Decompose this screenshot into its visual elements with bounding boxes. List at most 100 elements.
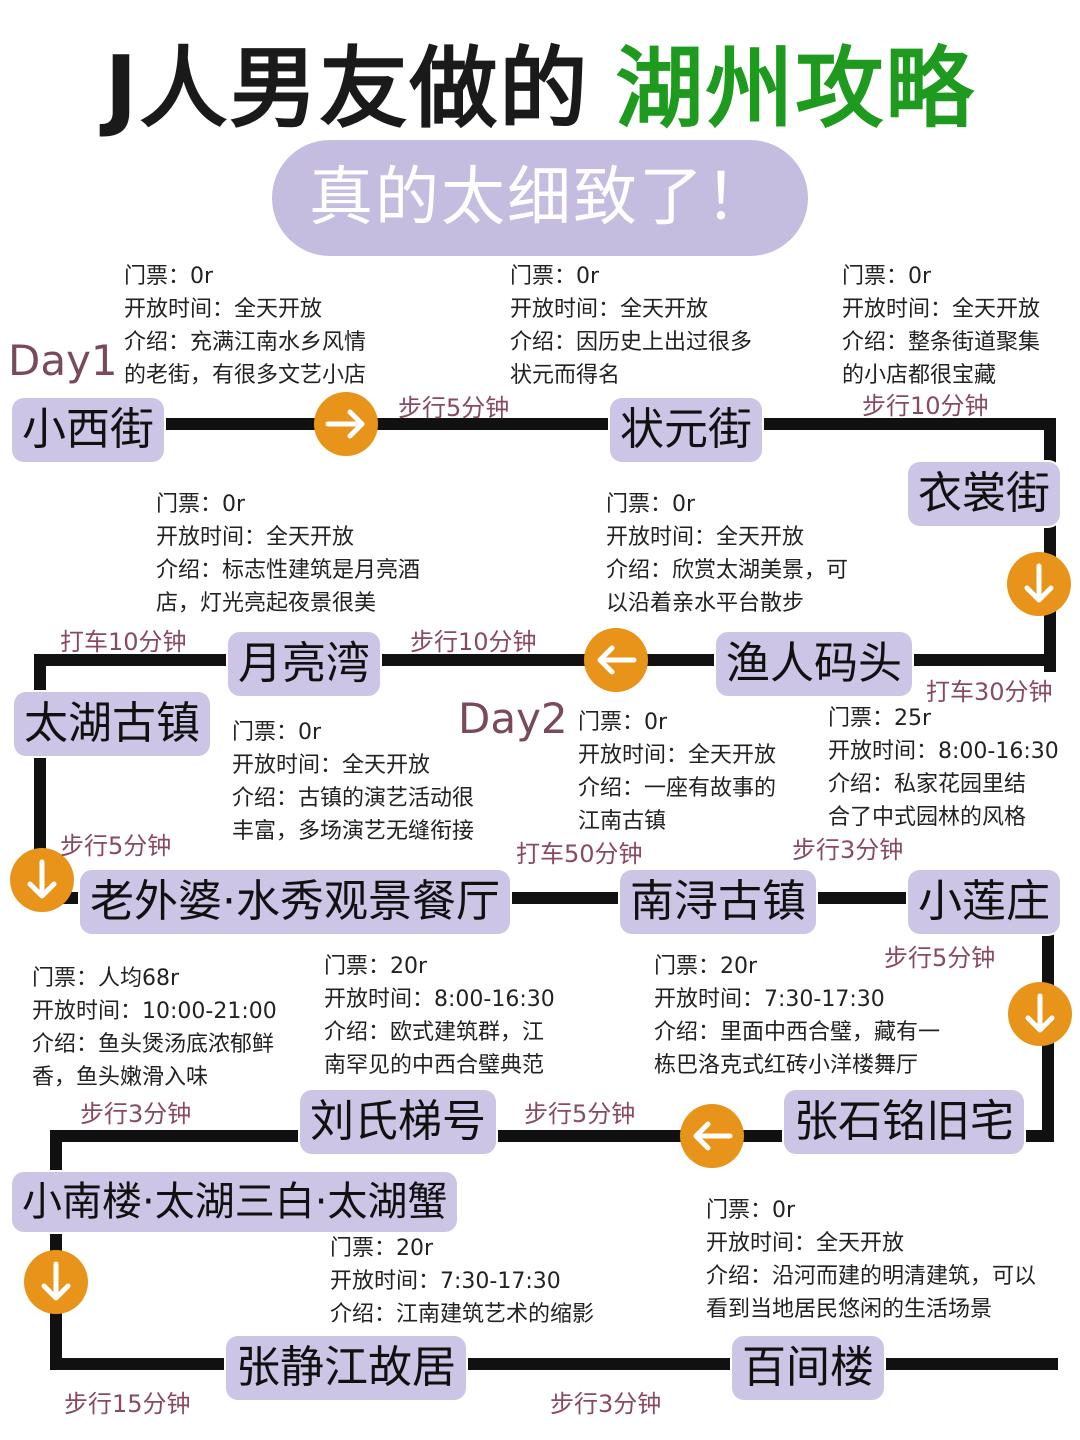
info-liushitihao: 门票：20r 开放时间：8:00-16:30 介绍：欧式建筑群，江 南罕见的中西… bbox=[324, 950, 555, 1082]
info-yishangjie: 门票：0r 开放时间：全天开放 介绍：整条街道聚集 的小店都很宝藏 bbox=[842, 260, 1040, 392]
info-hours: 开放时间：全天开放 bbox=[232, 753, 431, 778]
info-ticket: 门票：0r bbox=[510, 264, 600, 289]
info-ticket: 门票：25r bbox=[828, 706, 932, 731]
info-desc-cont: 看到当地居民悠闲的生活场景 bbox=[706, 1297, 993, 1322]
info-yueliangwan: 门票：0r 开放时间：全天开放 介绍：标志性建筑是月亮酒 店，灯光亮起夜景很美 bbox=[156, 488, 420, 620]
info-zhuangyuanjie: 门票：0r 开放时间：全天开放 介绍：因历史上出过很多 状元而得名 bbox=[510, 260, 752, 392]
info-ticket: 门票：0r bbox=[578, 710, 668, 735]
info-hours: 开放时间：全天开放 bbox=[124, 297, 323, 322]
info-hours: 开放时间：8:00-16:30 bbox=[324, 987, 555, 1012]
move-label: 步行5分钟 bbox=[60, 832, 172, 860]
arrow-right-icon bbox=[314, 392, 378, 456]
info-hours: 开放时间：全天开放 bbox=[510, 297, 709, 322]
arrow-left-icon bbox=[680, 1104, 744, 1168]
day1-label: Day1 bbox=[8, 336, 118, 385]
info-desc-cont: 香，鱼头嫩滑入味 bbox=[32, 1065, 209, 1090]
arrow-down-icon bbox=[10, 848, 74, 912]
route-line-row5 bbox=[50, 1358, 1058, 1370]
info-desc: 介绍：古镇的演艺活动很 bbox=[232, 786, 475, 811]
info-desc: 介绍：标志性建筑是月亮酒 bbox=[156, 558, 421, 583]
info-hours: 开放时间：全天开放 bbox=[606, 525, 805, 550]
move-label: 打车10分钟 bbox=[60, 628, 187, 656]
info-hours: 开放时间：7:30-17:30 bbox=[330, 1269, 561, 1294]
route-line-right1 bbox=[1044, 418, 1056, 672]
stop-nanxun: 南浔古镇 bbox=[620, 870, 816, 934]
title-green: 湖州攻略 bbox=[615, 37, 976, 140]
arrow-down-icon bbox=[1008, 982, 1072, 1046]
info-desc: 介绍：里面中西合璧，藏有一 bbox=[654, 1020, 941, 1045]
info-hours: 开放时间：全天开放 bbox=[578, 743, 777, 768]
move-label: 步行5分钟 bbox=[398, 394, 510, 422]
move-label: 步行3分钟 bbox=[550, 1390, 662, 1418]
info-desc-cont: 的小店都很宝藏 bbox=[842, 363, 997, 388]
info-ticket: 门票：0r bbox=[706, 1198, 796, 1223]
stop-xiaolianzhuang: 小莲庄 bbox=[908, 870, 1060, 934]
route-line-row1 bbox=[40, 418, 1056, 430]
info-hours: 开放时间：8:00-16:30 bbox=[828, 739, 1059, 764]
info-desc: 介绍：欣赏太湖美景，可 bbox=[606, 558, 849, 583]
info-desc-cont: 店，灯光亮起夜景很美 bbox=[156, 591, 377, 616]
move-label: 步行5分钟 bbox=[884, 944, 996, 972]
arrow-down-icon bbox=[1007, 552, 1071, 616]
info-hours: 开放时间：全天开放 bbox=[842, 297, 1041, 322]
move-label: 步行5分钟 bbox=[524, 1100, 636, 1128]
move-label: 步行3分钟 bbox=[80, 1100, 192, 1128]
move-label: 步行10分钟 bbox=[862, 392, 989, 420]
info-xiaolianzhuang: 门票：25r 开放时间：8:00-16:30 介绍：私家花园里结 合了中式园林的… bbox=[828, 702, 1059, 834]
arrow-left-icon bbox=[584, 628, 648, 692]
info-desc: 介绍：沿河而建的明清建筑，可以 bbox=[706, 1264, 1037, 1289]
info-desc-cont: 江南古镇 bbox=[578, 809, 667, 834]
info-desc: 介绍：鱼头煲汤底浓郁鲜 bbox=[32, 1032, 275, 1057]
info-desc: 介绍：江南建筑艺术的缩影 bbox=[330, 1302, 595, 1327]
stop-zhuangyuanjie: 状元街 bbox=[610, 398, 762, 462]
move-label: 步行3分钟 bbox=[792, 836, 904, 864]
info-desc-cont: 的老街，有很多文艺小店 bbox=[124, 363, 367, 388]
move-label: 步行10分钟 bbox=[410, 628, 537, 656]
info-zhangjingjiang: 门票：20r 开放时间：7:30-17:30 介绍：江南建筑艺术的缩影 bbox=[330, 1232, 594, 1331]
info-ticket: 门票：人均68r bbox=[32, 966, 180, 991]
info-laowaipo: 门票：人均68r 开放时间：10:00-21:00 介绍：鱼头煲汤底浓郁鲜 香，… bbox=[32, 962, 277, 1094]
info-desc: 介绍：因历史上出过很多 bbox=[510, 330, 753, 355]
stop-baijianlou: 百间楼 bbox=[732, 1336, 884, 1400]
info-taihuguzhen: 门票：0r 开放时间：全天开放 介绍：古镇的演艺活动很 丰富，多场演艺无缝衔接 bbox=[232, 716, 474, 848]
info-desc: 介绍：一座有故事的 bbox=[578, 776, 777, 801]
info-ticket: 门票：20r bbox=[324, 954, 428, 979]
stop-yurenmatou: 渔人码头 bbox=[716, 632, 912, 696]
info-baijianlou: 门票：0r 开放时间：全天开放 介绍：沿河而建的明清建筑，可以 看到当地居民悠闲… bbox=[706, 1194, 1036, 1326]
info-ticket: 门票：0r bbox=[156, 492, 246, 517]
info-desc: 介绍：欧式建筑群，江 bbox=[324, 1020, 545, 1045]
info-desc-cont: 栋巴洛克式红砖小洋楼舞厅 bbox=[654, 1053, 919, 1078]
day2-label: Day2 bbox=[458, 694, 568, 743]
arrow-down-icon bbox=[24, 1250, 88, 1314]
info-xiaoxijie: 门票：0r 开放时间：全天开放 介绍：充满江南水乡风情 的老街，有很多文艺小店 bbox=[124, 260, 366, 392]
stop-taihuguzhen: 太湖古镇 bbox=[14, 692, 210, 756]
info-hours: 开放时间：全天开放 bbox=[706, 1231, 905, 1256]
info-desc: 介绍：私家花园里结 bbox=[828, 772, 1027, 797]
move-label: 打车30分钟 bbox=[926, 678, 1053, 706]
info-ticket: 门票：20r bbox=[654, 954, 758, 979]
stop-xiaoxijie: 小西街 bbox=[12, 398, 164, 462]
info-ticket: 门票：0r bbox=[124, 264, 214, 289]
info-desc-cont: 丰富，多场演艺无缝衔接 bbox=[232, 819, 475, 844]
info-ticket: 门票：0r bbox=[232, 720, 322, 745]
info-desc-cont: 合了中式园林的风格 bbox=[828, 805, 1027, 830]
info-desc-cont: 南罕见的中西合璧典范 bbox=[324, 1053, 545, 1078]
info-yurenmatou: 门票：0r 开放时间：全天开放 介绍：欣赏太湖美景，可 以沿着亲水平台散步 bbox=[606, 488, 848, 620]
info-ticket: 门票：20r bbox=[330, 1236, 434, 1261]
info-desc: 介绍：充满江南水乡风情 bbox=[124, 330, 367, 355]
stop-xiaonanlou: 小南楼·太湖三白·太湖蟹 bbox=[12, 1172, 458, 1232]
info-desc-cont: 以沿着亲水平台散步 bbox=[606, 591, 805, 616]
stop-yishangjie: 衣裳街 bbox=[908, 462, 1060, 526]
info-ticket: 门票：0r bbox=[842, 264, 932, 289]
move-label: 步行15分钟 bbox=[64, 1390, 191, 1418]
page-title: J人男友做的湖州攻略 bbox=[0, 18, 1080, 145]
move-label: 打车50分钟 bbox=[516, 840, 643, 868]
info-hours: 开放时间：全天开放 bbox=[156, 525, 355, 550]
info-desc-cont: 状元而得名 bbox=[510, 363, 621, 388]
info-hours: 开放时间：7:30-17:30 bbox=[654, 987, 885, 1012]
info-ticket: 门票：0r bbox=[606, 492, 696, 517]
info-desc: 介绍：整条街道聚集 bbox=[842, 330, 1041, 355]
info-zhangshiming: 门票：20r 开放时间：7:30-17:30 介绍：里面中西合璧，藏有一 栋巴洛… bbox=[654, 950, 940, 1082]
info-hours: 开放时间：10:00-21:00 bbox=[32, 999, 277, 1024]
stop-laowaipo: 老外婆·水秀观景餐厅 bbox=[80, 870, 510, 934]
